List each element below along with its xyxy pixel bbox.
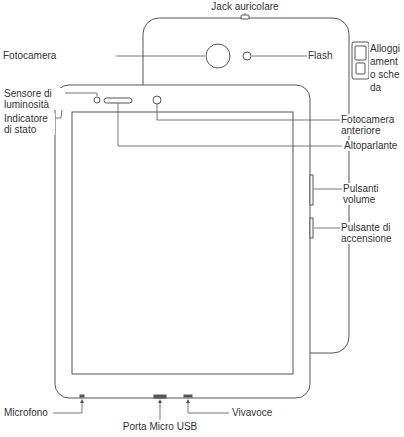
phone-front xyxy=(55,85,310,398)
screen xyxy=(72,112,293,374)
card-slot-label: Alloggiamento scheda xyxy=(369,42,402,94)
leader-line xyxy=(157,104,342,120)
leader-line xyxy=(252,56,307,57)
sim-tray xyxy=(352,42,369,79)
leader-line xyxy=(64,93,97,96)
volume-label: Pulsanti volume xyxy=(342,183,402,205)
light-sensor-label: Sensore di luminosità xyxy=(3,88,65,110)
volume-button xyxy=(310,175,313,205)
speaker-grille xyxy=(184,395,192,397)
microphone-hole xyxy=(80,395,84,397)
leader-line xyxy=(118,103,342,146)
usb-label: Porta Micro USB xyxy=(122,421,198,432)
leader-line xyxy=(188,401,229,413)
flash-label: Flash xyxy=(307,50,333,61)
headphone-jack xyxy=(241,15,249,19)
usb-port xyxy=(154,395,166,398)
leader-line xyxy=(160,401,161,420)
leader-line xyxy=(314,228,342,229)
card-slot xyxy=(356,63,365,74)
status-label: Indicatore di stato xyxy=(3,113,55,135)
loudspeaker-label: Vivavoce xyxy=(231,407,273,418)
arrowhead xyxy=(158,399,162,403)
power-label: Pulsante di accensione xyxy=(340,222,402,244)
front-camera-label: Fotocamera anteriore xyxy=(340,114,402,136)
leader-line xyxy=(245,13,246,15)
microphone-label: Microfono xyxy=(3,407,49,418)
sim-slot xyxy=(355,46,366,60)
rear-camera xyxy=(206,44,230,68)
power-button xyxy=(310,218,313,238)
camera-label: Fotocamera xyxy=(2,50,57,61)
flash xyxy=(243,52,251,60)
earpiece xyxy=(104,98,132,103)
arrowhead xyxy=(80,399,84,403)
light-sensor xyxy=(94,97,100,103)
speaker-label: Altoparlante xyxy=(343,140,398,151)
jack-label: Jack auricolare xyxy=(210,1,279,12)
leader-lines xyxy=(53,13,342,420)
leader-line xyxy=(314,189,342,190)
leader-line xyxy=(116,56,205,57)
front-camera xyxy=(153,96,161,104)
arrowheads xyxy=(80,399,190,403)
leader-line xyxy=(53,401,82,413)
arrowhead xyxy=(186,399,190,403)
